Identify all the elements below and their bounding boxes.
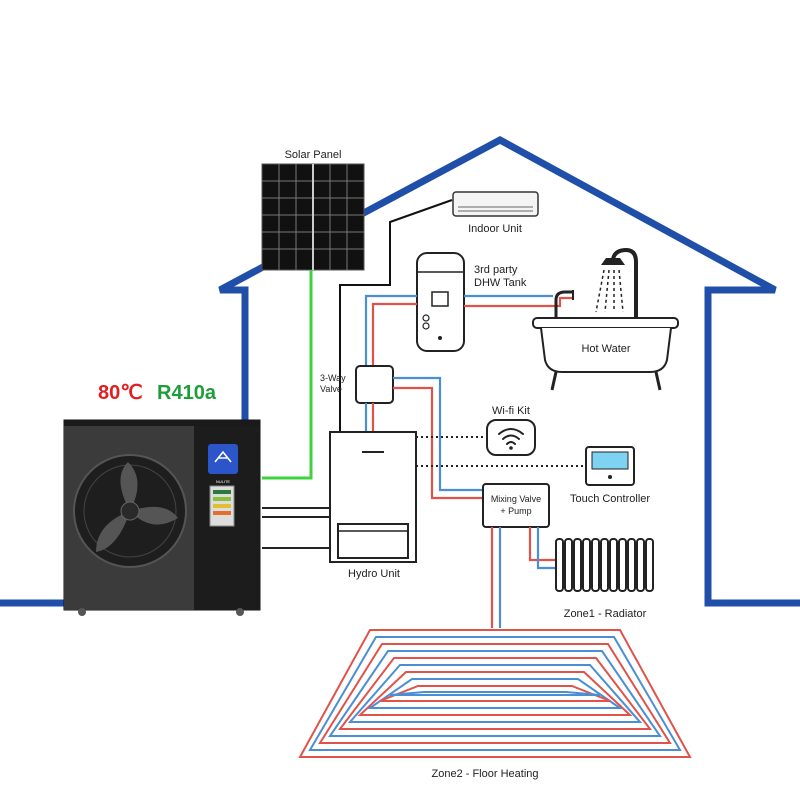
radiator-icon	[555, 538, 654, 592]
heat-pump-unit	[63, 419, 261, 616]
fan-icon	[83, 462, 178, 558]
dhw-tank-label-line1: 3rd party	[474, 264, 518, 276]
house-outline	[218, 136, 800, 607]
bathtub-icon	[532, 290, 679, 391]
heat-pump-brand: NULITE	[216, 479, 231, 484]
hydro-unit-label: Hydro Unit	[348, 568, 400, 580]
wifi-kit-label: Wi-fi Kit	[492, 405, 530, 417]
zone2-label: Zone2 - Floor Heating	[432, 768, 539, 780]
three-way-valve-label-line1: 3-Way	[320, 373, 346, 383]
control-cable	[339, 199, 453, 432]
pipe-bath-hot	[464, 296, 573, 308]
mixing-valve-label-line1: Mixing Valve	[491, 494, 541, 504]
wifi-kit	[486, 419, 536, 456]
solar-panel	[261, 163, 365, 271]
shower-icon	[595, 247, 638, 318]
three-way-valve	[355, 365, 394, 404]
pipe-radiator-cold	[536, 527, 560, 570]
pipe-tank-hot	[371, 302, 417, 366]
refrigerant-spec: R410a	[157, 382, 217, 404]
indoor-unit	[452, 191, 539, 217]
nulite-logo	[208, 444, 238, 474]
dhw-tank-label-line2: DHW Tank	[474, 277, 527, 289]
hydro-unit	[329, 431, 417, 563]
temperature-spec: 80℃	[98, 382, 143, 404]
zone1-label: Zone1 - Radiator	[564, 608, 647, 620]
floor-heating-coil	[298, 629, 692, 758]
mixing-valve-pump	[482, 483, 550, 528]
pipe-mix-hot	[393, 386, 483, 500]
mixing-valve-label-line2: + Pump	[500, 506, 531, 516]
dhw-tank	[416, 252, 465, 352]
wifi-icon	[498, 428, 524, 445]
touch-controller	[585, 446, 635, 486]
touch-controller-label: Touch Controller	[570, 493, 650, 505]
hot-water-label: Hot Water	[581, 343, 630, 355]
solar-panel-label: Solar Panel	[285, 149, 342, 161]
pipe-tank-cold	[364, 294, 417, 366]
pipe-radiator-hot	[528, 527, 560, 562]
indoor-unit-label: Indoor Unit	[468, 223, 522, 235]
solar-link-line	[262, 270, 313, 480]
three-way-valve-label-line2: Valve	[320, 384, 342, 394]
pipe-mix-cold	[393, 376, 483, 492]
